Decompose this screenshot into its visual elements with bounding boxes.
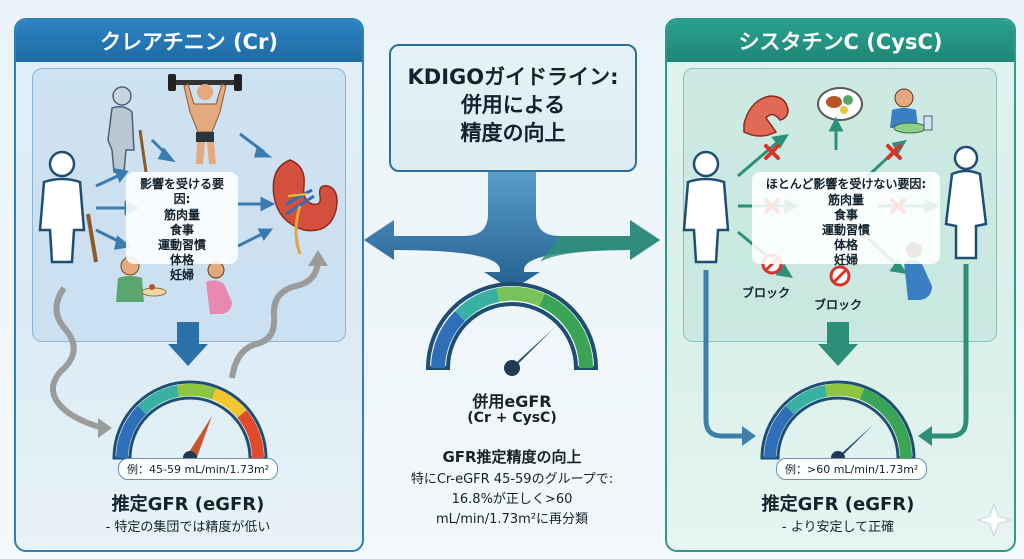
- person-eating-icon: [890, 88, 933, 134]
- left-gauge-icon: [112, 380, 268, 465]
- right-right-flow-arrow: [930, 264, 969, 439]
- right-gauge-icon: [760, 380, 916, 465]
- kdigo-guideline-box: KDIGOガイドライン: 併用による 精度の向上: [389, 44, 637, 172]
- right-right-flow-arrow-head: [918, 426, 932, 446]
- sparkle-icon: [976, 502, 1012, 538]
- factor-item: 運動習慣: [821, 223, 870, 237]
- accuracy-result-line1: 特にCr-eGFR 45-59のグループで:: [410, 472, 614, 487]
- kdigo-heading-line1: KDIGOガイドライン:: [407, 65, 619, 89]
- left-down-arrow: [168, 322, 208, 366]
- factor-item: 体格: [169, 253, 194, 267]
- woman-outline-icon: [944, 145, 988, 260]
- creatinine-factors-box: 影響を受ける要因: 筋肉量 食事 運動習慣 体格 妊婦: [126, 172, 238, 282]
- creatinine-factors-title: 影響を受ける要因:: [139, 177, 224, 206]
- factor-item: 食事: [833, 208, 858, 222]
- factor-item: 妊婦: [169, 268, 194, 282]
- weightlifter-icon: [168, 74, 242, 164]
- flexed-arm-icon: [743, 95, 789, 137]
- kdigo-heading-line3: 精度の向上: [460, 121, 566, 145]
- left-wavy-arrow-in: [49, 286, 105, 431]
- split-arrow-right-head: [540, 220, 660, 262]
- center-gauge-icon: [425, 282, 599, 376]
- right-left-flow-arrow-head: [742, 426, 756, 446]
- person-outline-icon: [38, 150, 98, 264]
- combined-egfr-subtitle: (Cr + CysC): [467, 410, 557, 426]
- left-result-note: - 特定の集団では精度が低い: [105, 520, 271, 535]
- cross-icon: [764, 144, 780, 160]
- accuracy-result-line2: 16.8%が正しく>60: [451, 492, 573, 507]
- factor-item: 筋肉量: [827, 193, 864, 207]
- right-down-arrow: [818, 322, 858, 366]
- block-label: ブロック: [742, 286, 791, 300]
- left-wavy-arrow-in-head: [98, 418, 112, 438]
- right-result-title: 推定GFR (eGFR): [761, 494, 915, 515]
- kidney-icon: [272, 159, 338, 255]
- elderly-person-icon: [107, 86, 148, 173]
- factor-item: 食事: [169, 223, 194, 237]
- left-result-title: 推定GFR (eGFR): [111, 494, 265, 515]
- split-arrow: [364, 172, 660, 290]
- right-left-flow-arrow: [703, 270, 744, 439]
- factor-item: 運動習慣: [157, 238, 206, 252]
- left-wavy-arrow-out: [229, 261, 321, 379]
- factor-item: 妊婦: [833, 253, 858, 267]
- kdigo-heading-line2: 併用による: [460, 93, 566, 117]
- creatinine-panel-title: クレアチニン (Cr): [16, 20, 362, 62]
- food-plate-icon: [817, 87, 863, 121]
- cystatin-factors-title: ほとんど影響を受けない要因:: [765, 177, 927, 191]
- right-result-note: - より安定して正確: [781, 520, 895, 535]
- accuracy-result-title: GFR推定精度の向上: [442, 448, 582, 466]
- factor-item: 体格: [833, 238, 858, 252]
- cystatin-factors-box: ほとんど影響を受けない要因: 筋肉量 食事 運動習慣 体格 妊婦: [752, 172, 940, 267]
- block-icon: [829, 265, 851, 287]
- right-gauge-label: 例：>60 mL/min/1.73m²: [776, 458, 928, 480]
- factor-item: 筋肉量: [163, 208, 200, 222]
- left-gauge-label: 例：45-59 mL/min/1.73m²: [118, 458, 279, 480]
- accuracy-result-line3: mL/min/1.73m²に再分類: [435, 512, 588, 527]
- split-arrow-shape: [364, 172, 660, 290]
- cystatin-panel-title: シスタチンC (CysC): [667, 20, 1014, 62]
- left-wavy-arrow-out-head: [308, 250, 328, 266]
- person-outline-icon-right: [682, 150, 730, 264]
- cross-icon: [886, 144, 902, 160]
- block-label: ブロック: [814, 298, 863, 312]
- combined-egfr-title: 併用eGFR: [472, 392, 552, 411]
